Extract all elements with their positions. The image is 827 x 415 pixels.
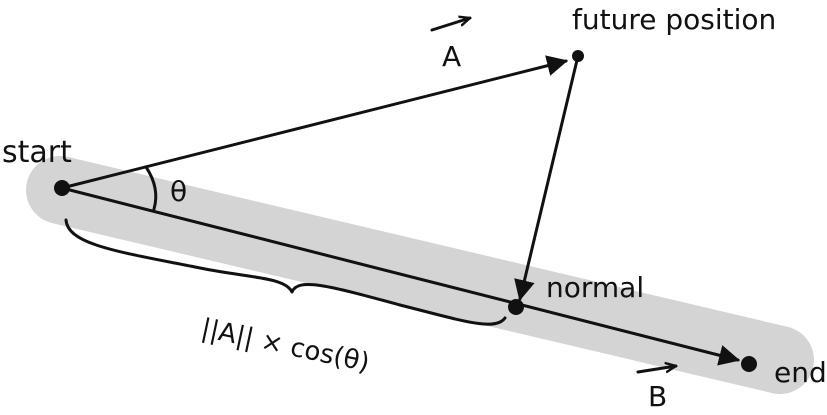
vector-a-label: A [442,40,461,73]
vector-b-overarrow [636,366,676,374]
vector-b-arrow [60,186,741,366]
vector-a-arrow [60,55,569,190]
start-label: start [2,135,72,170]
future-position-label: future position [572,3,776,36]
end-label: end [774,356,827,389]
future-position-point [572,50,584,62]
vector-b-label: B [648,380,667,413]
theta-angle-arc [144,165,158,211]
magnitude-expression-label: ||A|| × cos(θ) [199,314,373,379]
projection-line [514,54,580,302]
normal-label: normal [546,271,644,304]
end-point [741,356,757,372]
start-point [54,180,70,196]
magnitude-brace [64,218,507,326]
vector-a-overarrow [430,18,470,32]
normal-point [508,299,524,315]
theta-label: θ [170,175,187,208]
